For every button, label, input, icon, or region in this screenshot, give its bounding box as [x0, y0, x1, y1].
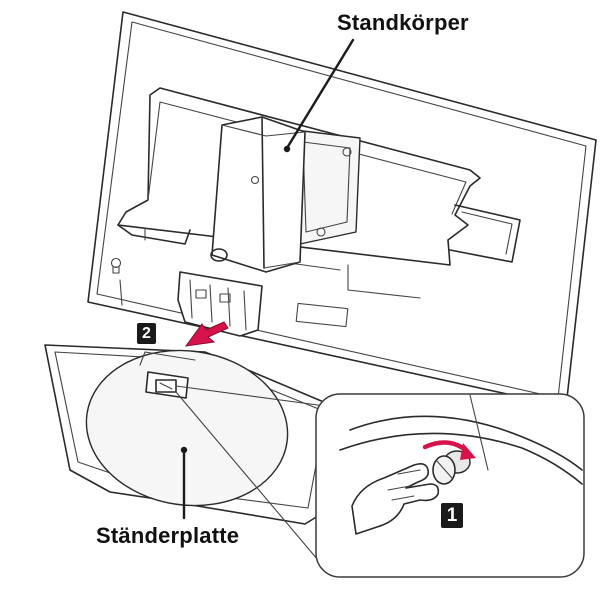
lock-icon-body — [112, 266, 120, 274]
stand-body-label: Standkörper — [337, 10, 469, 35]
stand-body-pointer-dot — [283, 145, 291, 153]
panel-lower-edge — [347, 264, 421, 299]
base-dish — [85, 349, 289, 507]
connector-tab-inner — [461, 211, 513, 255]
neck-prong-4 — [243, 290, 247, 331]
step-2-badge: 2 — [137, 323, 156, 344]
push-arrow-shape — [184, 321, 229, 347]
callout-base-edge — [349, 415, 583, 471]
rear-housing-outline — [117, 87, 481, 266]
callout-line-bottom — [175, 391, 319, 561]
stand-body-pointer — [285, 38, 355, 150]
stand-body — [177, 116, 361, 337]
cable-hole — [210, 248, 228, 262]
stand-column-top — [221, 124, 306, 137]
neck-slot-a — [195, 289, 207, 299]
connector-tab — [449, 204, 521, 263]
stand-neck — [177, 271, 263, 337]
hinge-plate-inner — [302, 141, 351, 233]
hand-icon — [351, 463, 440, 535]
callout-base-edge-inner — [339, 432, 583, 485]
column-screw — [250, 175, 260, 185]
arrow-down-left-icon — [184, 321, 229, 347]
base-mount-screw — [159, 382, 173, 390]
zoom-callout — [315, 393, 585, 578]
hinge-screw-top — [342, 147, 352, 157]
panel-cutout — [295, 302, 349, 328]
stand-base-label: Ständerplatte — [96, 523, 240, 548]
neck-joint — [263, 261, 301, 269]
rear-housing-edge — [147, 101, 161, 201]
hinge-screw-bottom — [316, 227, 326, 237]
zoom-callout-frame — [315, 393, 585, 578]
stand-column-edge — [261, 116, 265, 269]
housing-step-left — [117, 224, 191, 245]
neck-slot-b — [219, 293, 231, 303]
stand-base-pointer-dot — [180, 446, 188, 454]
base-mount-lip — [139, 351, 196, 366]
panel-slot-left — [119, 279, 123, 306]
callout-neck-line — [469, 394, 489, 471]
stand-base — [44, 344, 339, 525]
callout-line-top — [175, 385, 341, 409]
neck-prong-1 — [189, 279, 193, 319]
step-1-badge: 1 — [441, 503, 463, 528]
rear-housing — [110, 87, 521, 328]
rotate-clockwise-icon — [422, 440, 476, 460]
neck-prong-2 — [209, 284, 213, 323]
